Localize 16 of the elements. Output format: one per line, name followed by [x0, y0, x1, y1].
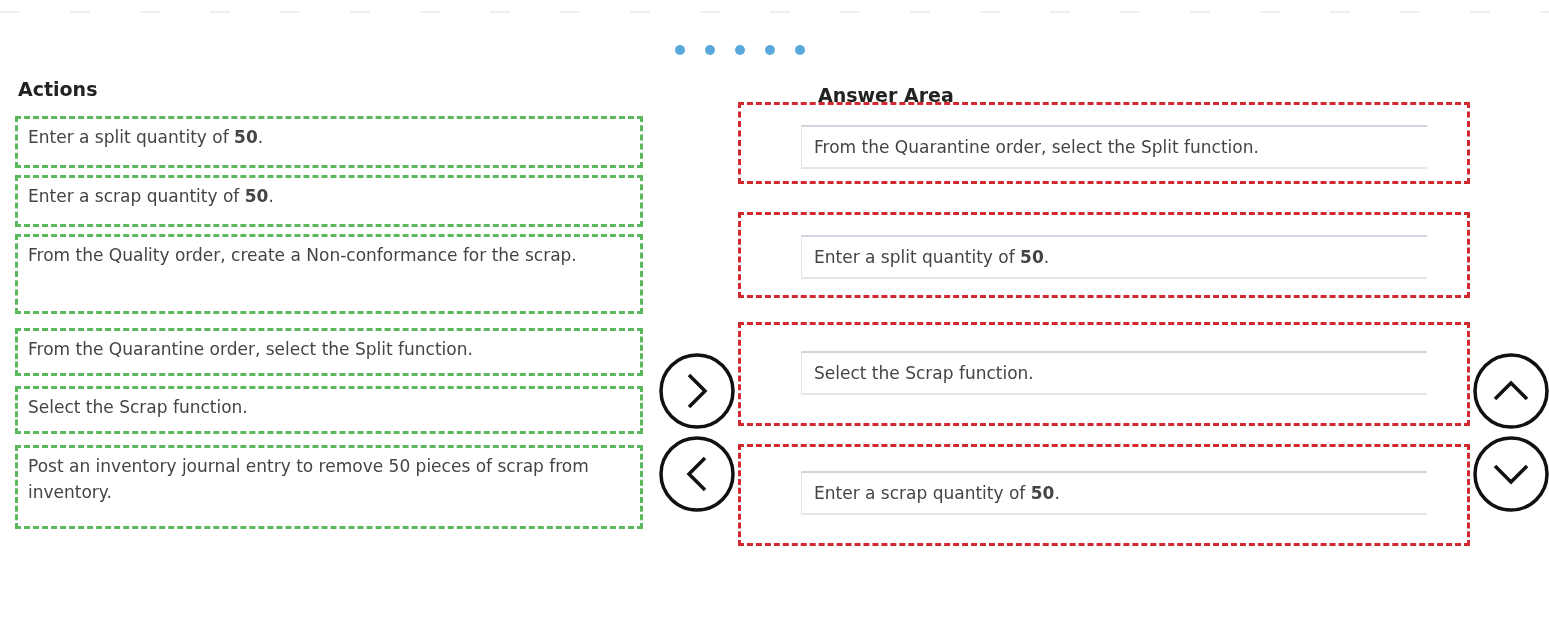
action-card: Post an inventory journal entry to remove 50 pieces of scrap from inventory.: [15, 445, 643, 529]
section-heading: Actions: [18, 78, 98, 100]
answer-card: From the Quarantine order, select the Split function.: [801, 125, 1427, 169]
section-heading: Answer Area: [818, 84, 954, 106]
answer-card: Select the Scrap function.: [801, 351, 1427, 395]
answer-slot: [738, 322, 1470, 426]
action-card: From the Quarantine order, select the Split function.: [15, 328, 643, 376]
action-card: From the Quality order, create a Non-conformance for the scrap.: [15, 234, 643, 314]
answer-slot: [738, 444, 1470, 546]
action-card: Select the Scrap function.: [15, 386, 643, 434]
answer-slot: [738, 102, 1470, 184]
answer-card: Enter a scrap quantity of 50.: [801, 471, 1427, 515]
answer-slot: [738, 212, 1470, 298]
action-card: Enter a split quantity of 50.: [15, 116, 643, 168]
action-card: Enter a scrap quantity of 50.: [15, 175, 643, 227]
answer-card: Enter a split quantity of 50.: [801, 235, 1427, 279]
